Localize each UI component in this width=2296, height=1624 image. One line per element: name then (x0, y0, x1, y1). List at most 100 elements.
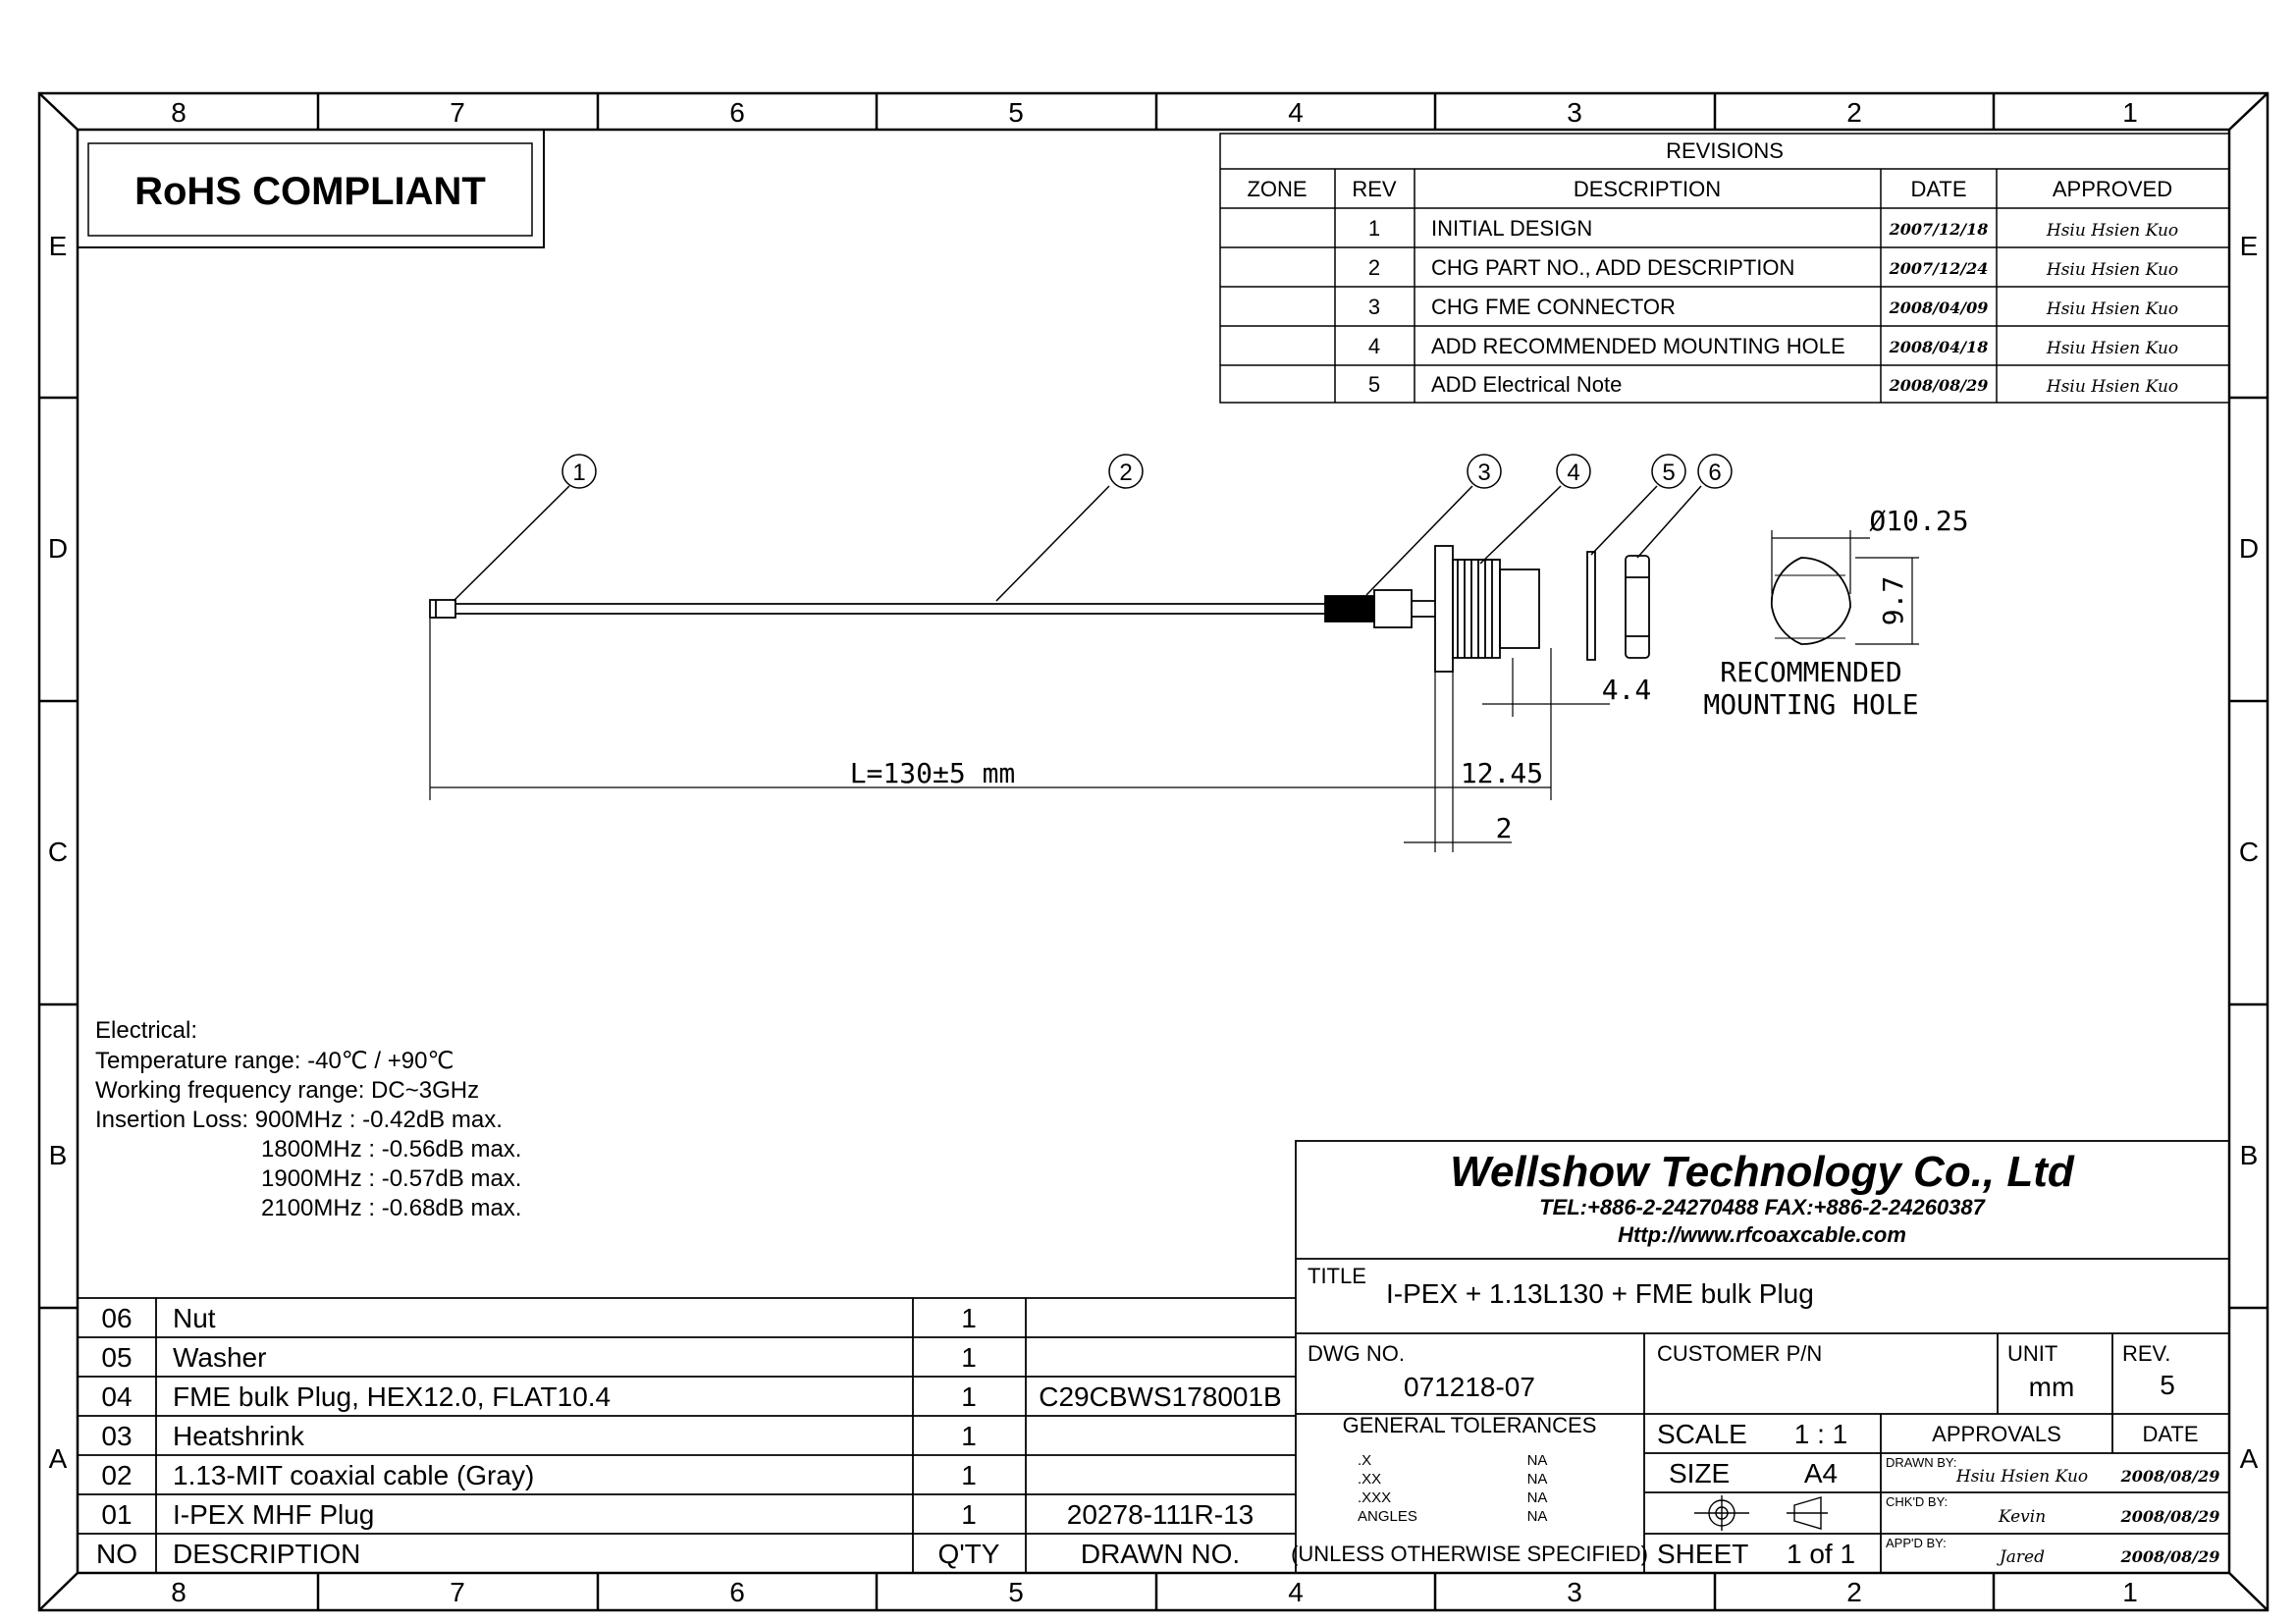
tolerance-value: NA (1527, 1508, 1548, 1525)
title-block: Wellshow Technology Co., Ltd TEL:+886-2-… (1291, 1140, 2230, 1574)
leader-lines (453, 485, 1702, 602)
zone-row-right: B (2240, 1140, 2259, 1170)
zone-col-top: 6 (729, 97, 745, 128)
zone-col-bottom: 8 (171, 1577, 187, 1607)
drawn-by-name: Hsiu Hsien Kuo (1955, 1467, 2088, 1487)
zone-col-top: 7 (450, 97, 465, 128)
dimension-lines (429, 619, 1610, 852)
hole-label-1: RECOMMENDED (1720, 656, 1901, 688)
bom-qty: 1 (961, 1499, 977, 1530)
zone-col-bottom: 2 (1846, 1577, 1862, 1607)
dwg-label: DWG NO. (1308, 1341, 1405, 1366)
drawn-by-label: DRAWN BY: (1886, 1455, 1956, 1470)
zone-labels: 8 7 6 5 4 3 2 1 8 7 6 5 4 3 2 1 E D C B … (48, 97, 2259, 1607)
title-label: TITLE (1308, 1264, 1366, 1288)
checked-by-label: CHK'D BY: (1886, 1494, 1948, 1509)
tolerance-key: ANGLES (1358, 1508, 1417, 1525)
zone-col-bottom: 3 (1567, 1577, 1582, 1607)
dim-length: L=130±5 mm (850, 757, 1016, 789)
electrical-notes: Electrical: Temperature range: -40℃ / +9… (95, 1017, 521, 1221)
electrical-line: 1900MHz : -0.57dB max. (261, 1165, 521, 1192)
dim-dia: Ø10.25 (1869, 505, 1968, 537)
rev-number: 4 (1368, 334, 1380, 358)
zone-row-right: E (2240, 231, 2259, 261)
cable-assembly-drawing (429, 485, 1919, 852)
rev-header-rev: REV (1352, 177, 1397, 201)
callout-1: 1 (572, 460, 585, 486)
checked-date: 2008/08/29 (2120, 1507, 2220, 1526)
bom-no: 06 (101, 1303, 132, 1333)
electrical-heading: Electrical: (95, 1017, 197, 1044)
rev-header-description: DESCRIPTION (1574, 177, 1721, 201)
bom-no: 02 (101, 1460, 132, 1490)
bom-qty: 1 (961, 1460, 977, 1490)
rohs-label: RoHS COMPLIANT (134, 170, 486, 213)
bom-no: 04 (101, 1381, 132, 1412)
checked-by-name: Kevin (1998, 1507, 2046, 1527)
rev-approved: Hsiu Hsien Kuo (2046, 299, 2178, 319)
company-name: Wellshow Technology Co., Ltd (1450, 1148, 2075, 1196)
bom-qty: 1 (961, 1421, 977, 1451)
zone-col-bottom: 1 (2122, 1577, 2138, 1607)
size-value: A4 (1804, 1458, 1838, 1489)
rev-date: 2008/08/29 (1889, 376, 1989, 395)
washer (1586, 551, 1596, 661)
zone-row-left: E (49, 231, 68, 261)
tolerance-note: (UNLESS OTHERWISE SPECIFIED) (1291, 1542, 1648, 1566)
electrical-line: Working frequency range: DC~3GHz (95, 1077, 479, 1104)
scale-value: 1 : 1 (1794, 1419, 1847, 1449)
rev-label: REV. (2122, 1341, 2170, 1366)
callout-5: 5 (1662, 460, 1675, 486)
fme-thread (1452, 559, 1540, 659)
rev-number: 5 (1368, 372, 1380, 397)
ipex-plug (429, 599, 456, 619)
electrical-line: Temperature range: -40℃ / +90℃ (95, 1048, 454, 1074)
tolerance-value: NA (1527, 1452, 1548, 1469)
callout-4: 4 (1567, 460, 1579, 486)
rev-value: 5 (2160, 1370, 2175, 1400)
rev-header-date: DATE (1910, 177, 1966, 201)
zone-col-bottom: 6 (729, 1577, 745, 1607)
rev-date: 2007/12/18 (1889, 220, 1989, 239)
rev-description: CHG PART NO., ADD DESCRIPTION (1431, 255, 1794, 280)
bom-drawn: C29CBWS178001B (1039, 1381, 1281, 1412)
tolerance-value: NA (1527, 1489, 1548, 1506)
company-url: Http://www.rfcoaxcable.com (1618, 1222, 1906, 1247)
bom-no: 03 (101, 1421, 132, 1451)
electrical-line: Insertion Loss: 900MHz : -0.42dB max. (95, 1107, 503, 1133)
approved-by-name: Jared (1997, 1547, 2045, 1567)
bom-description: Nut (173, 1303, 216, 1333)
rohs-box: RoHS COMPLIANT (77, 129, 545, 248)
tolerance-value: NA (1527, 1471, 1548, 1488)
rev-approved: Hsiu Hsien Kuo (2046, 260, 2178, 280)
drawn-date: 2008/08/29 (2120, 1467, 2220, 1486)
revisions-title: REVISIONS (1666, 138, 1784, 163)
rev-number: 2 (1368, 255, 1380, 280)
zone-row-right: A (2240, 1443, 2259, 1474)
projection-symbol-icon (1694, 1495, 1828, 1531)
bom-description: Washer (173, 1342, 266, 1373)
tolerance-key: .XXX (1358, 1489, 1391, 1506)
callout-6: 6 (1708, 460, 1721, 486)
zone-col-top: 1 (2122, 97, 2138, 128)
dimension-texts: L=130±5 mm 12.45 2 4.4 Ø10.25 9.7 RECOMM… (850, 505, 1969, 844)
bom-header-no: NO (96, 1539, 137, 1569)
zone-row-right: D (2239, 533, 2259, 564)
coax-cable (455, 603, 1325, 615)
rev-number: 3 (1368, 295, 1380, 319)
approvals-label: APPROVALS (1932, 1422, 2061, 1446)
sheet-label: SHEET (1657, 1539, 1748, 1569)
bom-table: 06 Nut 1 05 Washer 1 04 FME bulk Plug, H… (78, 1297, 1296, 1573)
scale-label: SCALE (1657, 1419, 1747, 1449)
sheet-value: 1 of 1 (1787, 1539, 1855, 1569)
dim-flat: 9.7 (1877, 576, 1909, 626)
bom-header-drawn: DRAWN NO. (1081, 1539, 1240, 1569)
tolerance-label: GENERAL TOLERANCES (1343, 1413, 1597, 1437)
rev-date: 2008/04/09 (1889, 298, 1989, 317)
crimp-ferrule (1373, 589, 1435, 628)
bom-no: 05 (101, 1342, 132, 1373)
callout-balloons: 1 2 3 4 5 6 (561, 454, 1733, 489)
rev-description: CHG FME CONNECTOR (1431, 295, 1676, 319)
drawing-title: I-PEX + 1.13L130 + FME bulk Plug (1386, 1278, 1814, 1309)
